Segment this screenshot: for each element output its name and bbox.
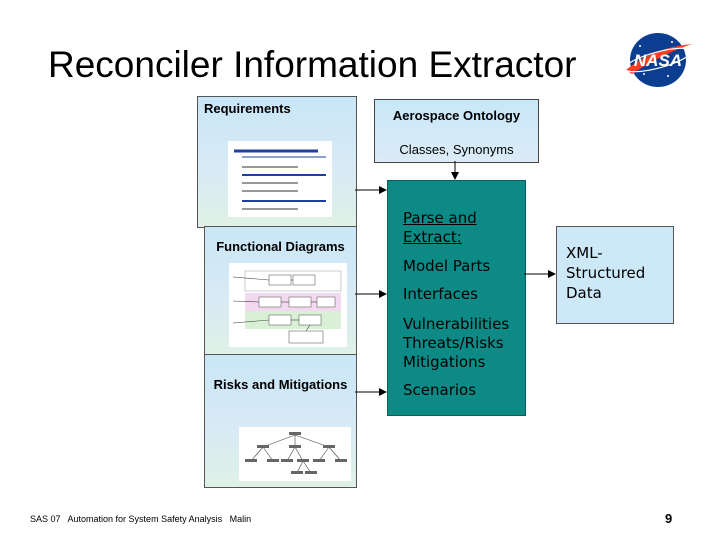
extract-item-scenarios: Scenarios xyxy=(403,381,477,399)
page-number: 9 xyxy=(665,511,673,526)
xml-output-box: XML-Structured Data xyxy=(556,226,674,324)
functional-diagram-thumbnail xyxy=(229,263,347,347)
aerospace-ontology-box: Aerospace Ontology Classes, Synonyms xyxy=(374,99,539,163)
xml-output-label: XML-Structured Data xyxy=(566,244,646,302)
extract-item-model-parts: Model Parts xyxy=(403,257,491,275)
requirements-label: Requirements xyxy=(204,101,291,116)
functional-diagrams-panel: Functional Diagrams xyxy=(204,226,357,356)
slide-title: Reconciler Information Extractor xyxy=(48,44,577,85)
functional-diagrams-label: Functional Diagrams xyxy=(216,239,345,254)
ontology-subtitle: Classes, Synonyms xyxy=(399,142,514,157)
extract-item-interfaces: Interfaces xyxy=(403,285,478,303)
risks-mitigations-label: Risks and Mitigations xyxy=(213,377,348,392)
ontology-title: Aerospace Ontology xyxy=(392,108,521,123)
risk-tree-thumbnail xyxy=(239,427,351,481)
parse-extract-heading: Parse and Extract: xyxy=(403,209,477,246)
requirements-panel: Requirements xyxy=(197,96,357,228)
requirements-document-thumbnail xyxy=(228,141,332,217)
parse-extract-box: Parse and Extract: Model Parts Interface… xyxy=(387,180,526,416)
risks-mitigations-panel: Risks and Mitigations xyxy=(204,354,357,488)
nasa-logo: NASA xyxy=(624,33,692,87)
extract-item-vulnerabilities: Vulnerabilities Threats/Risks Mitigation… xyxy=(403,315,510,371)
svg-text:NASA: NASA xyxy=(634,51,682,70)
slide-footer: SAS 07 Automation for System Safety Anal… xyxy=(30,514,252,524)
